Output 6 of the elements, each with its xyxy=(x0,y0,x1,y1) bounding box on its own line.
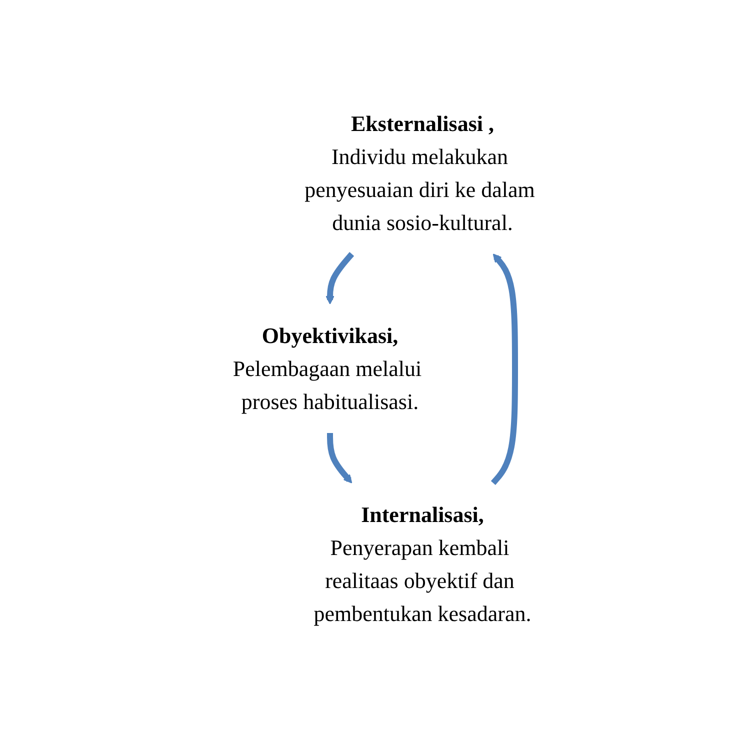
node-text: Eksternalisasi , Individu melakukan penyesuaian diri ke dalam dunia sosio-kultural. xyxy=(304,110,535,234)
node-text: Obyektivikasi, Pelembagaan melalui proses habitualisasi. xyxy=(232,322,422,414)
arrow xyxy=(490,253,518,484)
arrow xyxy=(326,432,352,483)
node-text: Internalisasi, Penyerapan kembali realitaas obyektif dan pembentukan kesadaran. xyxy=(314,502,531,626)
arrow xyxy=(325,252,354,304)
